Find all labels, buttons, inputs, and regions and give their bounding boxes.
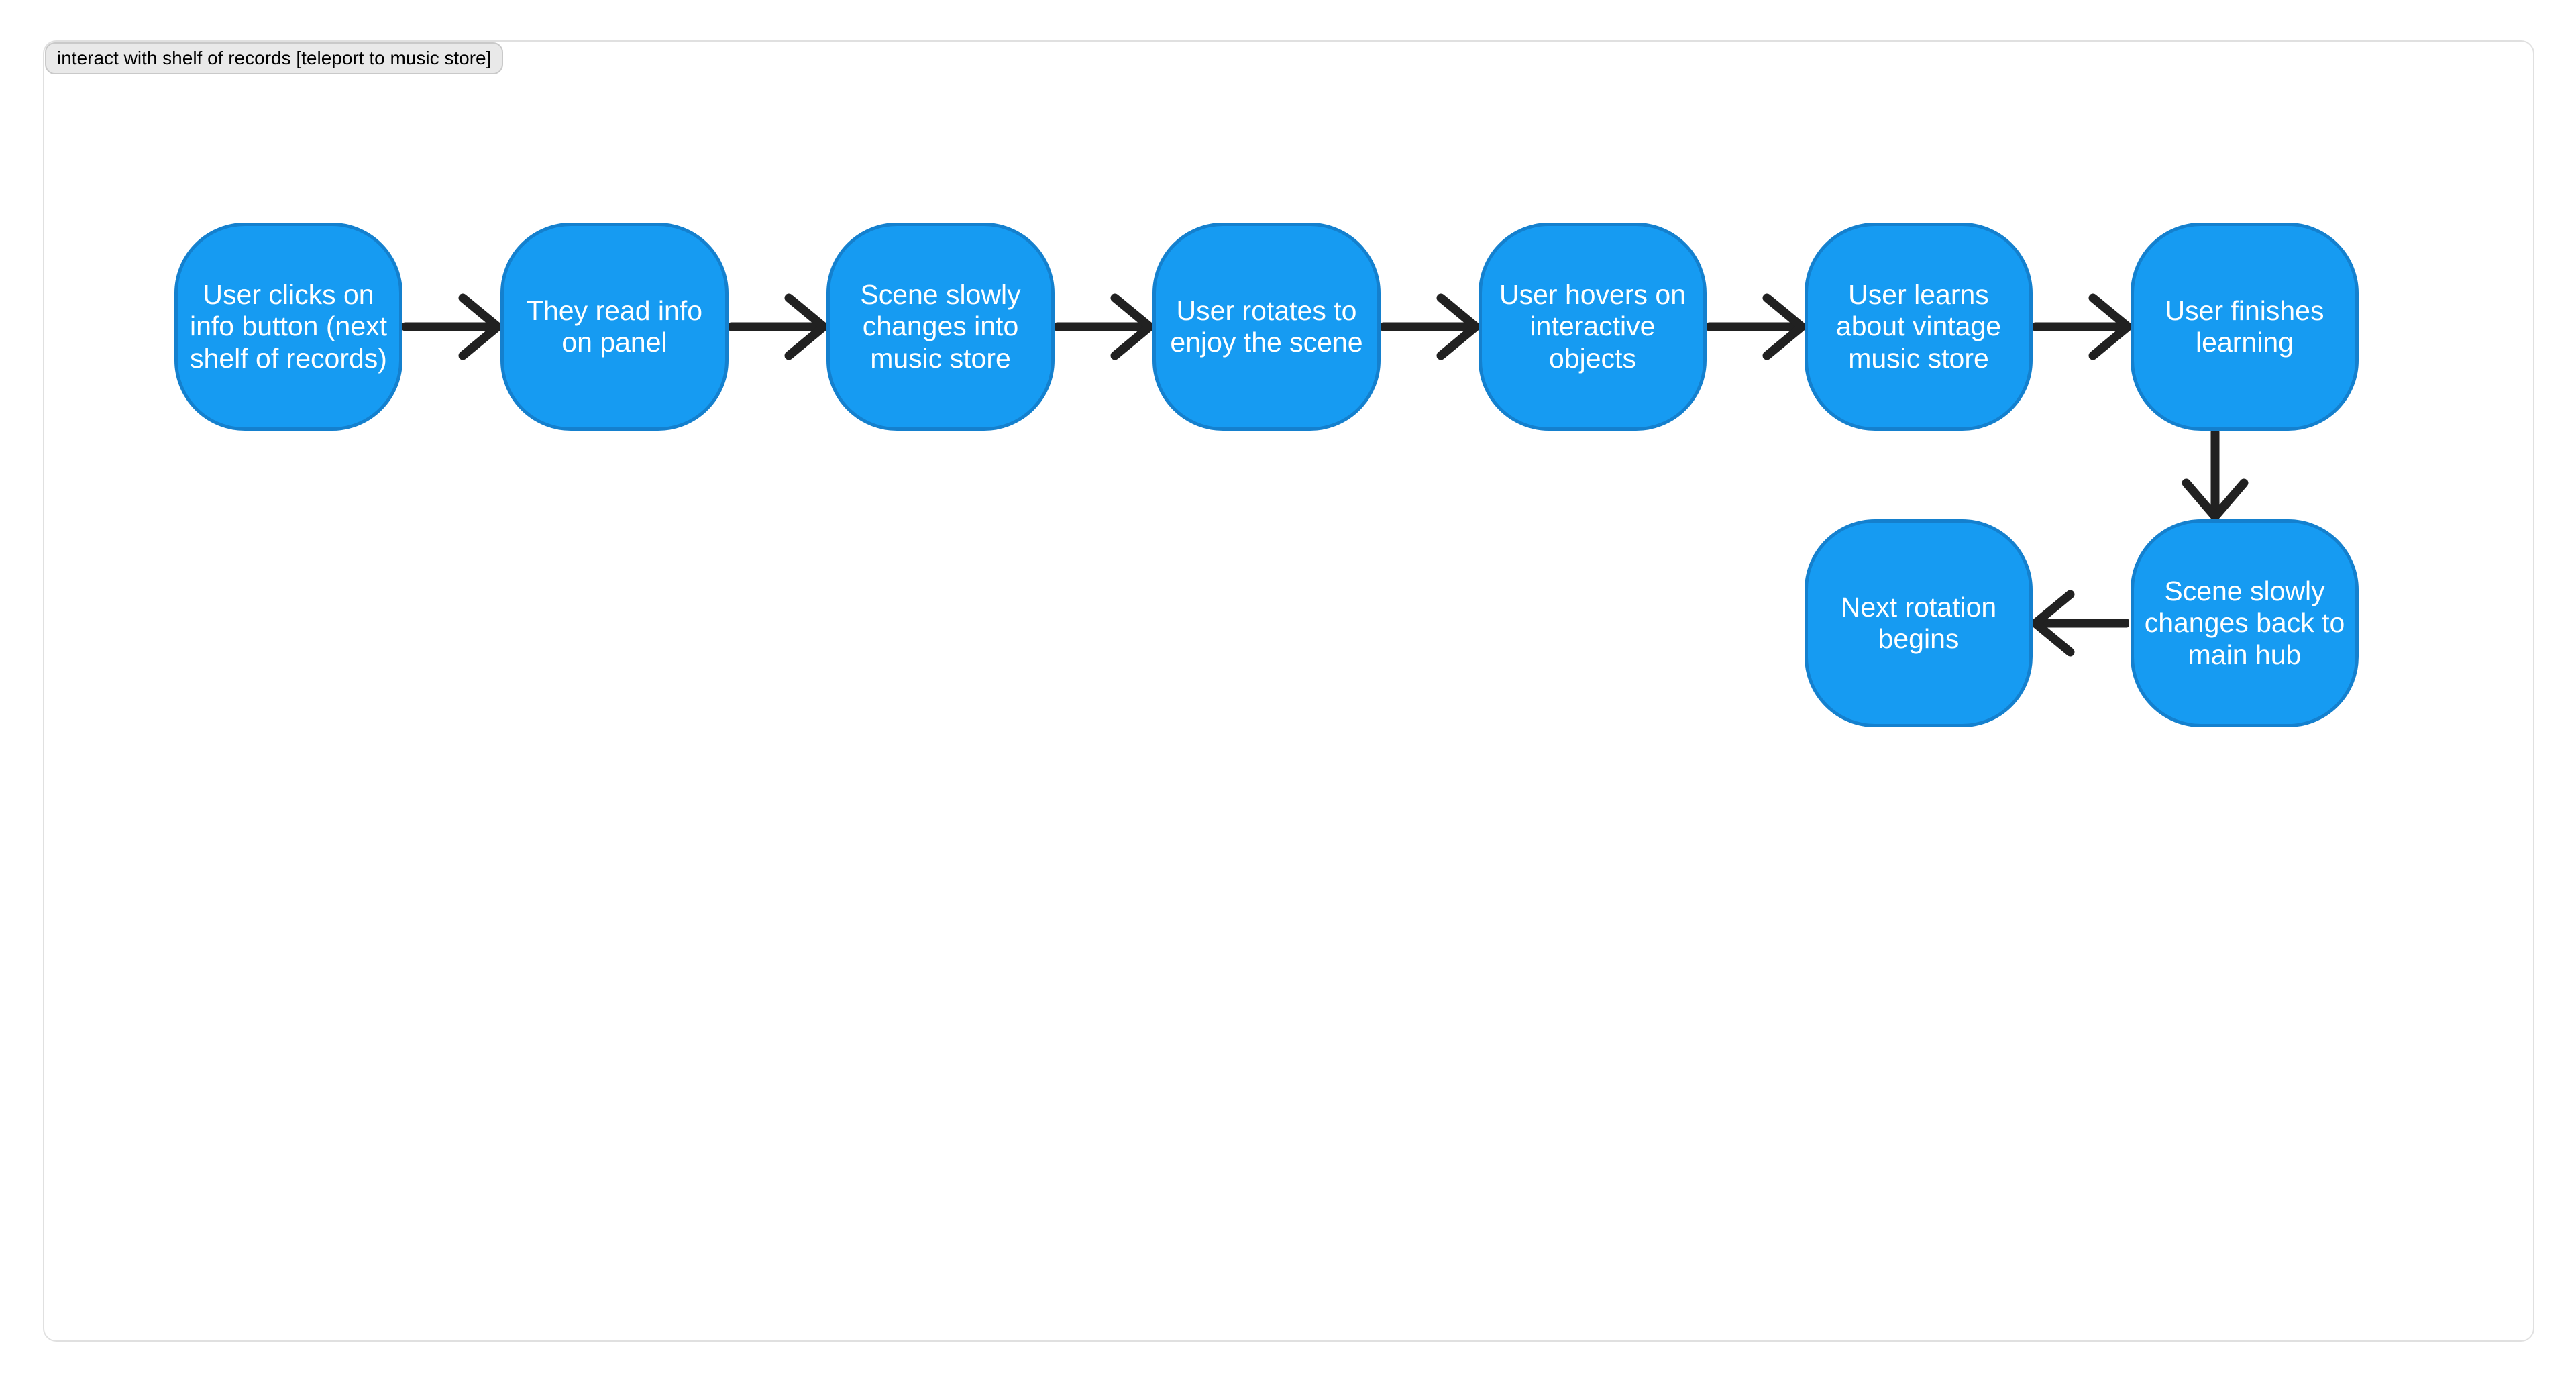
flow-title-label: interact with shelf of records [teleport…: [45, 42, 504, 74]
node-label: User rotates to enjoy the scene: [1170, 295, 1363, 358]
node-label: User learns about vintage music store: [1835, 279, 2002, 374]
flow-node-user-hovers-interactive-objects[interactable]: User hovers on interactive objects: [1479, 223, 1707, 431]
node-label: User finishes learning: [2165, 295, 2324, 358]
flow-node-read-info-on-panel[interactable]: They read info on panel: [500, 223, 729, 431]
arrow-right-icon: [2033, 293, 2131, 360]
flow-node-scene-changes-into-music-store[interactable]: Scene slowly changes into music store: [826, 223, 1055, 431]
arrow-left-icon: [2031, 590, 2129, 657]
arrow-down-icon: [2182, 429, 2249, 519]
node-label: Scene slowly changes into music store: [860, 279, 1021, 374]
node-label: Scene slowly changes back to main hub: [2144, 576, 2345, 670]
node-label: User clicks on info button (next shelf o…: [189, 279, 388, 374]
flow-node-user-finishes-learning[interactable]: User finishes learning: [2131, 223, 2359, 431]
flow-node-user-clicks-info-button[interactable]: User clicks on info button (next shelf o…: [174, 223, 402, 431]
flow-node-user-rotates-to-enjoy-scene[interactable]: User rotates to enjoy the scene: [1152, 223, 1381, 431]
diagram-canvas: interact with shelf of records [teleport…: [43, 40, 2534, 1342]
flow-node-scene-changes-back-to-main-hub[interactable]: Scene slowly changes back to main hub: [2131, 519, 2359, 727]
arrow-right-icon: [1707, 293, 1805, 360]
flow-node-next-rotation-begins[interactable]: Next rotation begins: [1805, 519, 2033, 727]
arrow-right-icon: [729, 293, 826, 360]
node-label: Next rotation begins: [1840, 591, 1997, 654]
flow-node-user-learns-vintage-music-store[interactable]: User learns about vintage music store: [1805, 223, 2033, 431]
arrow-right-icon: [1055, 293, 1152, 360]
node-label: They read info on panel: [526, 295, 703, 358]
node-label: User hovers on interactive objects: [1499, 279, 1686, 374]
arrow-right-icon: [402, 293, 500, 360]
arrow-right-icon: [1381, 293, 1479, 360]
